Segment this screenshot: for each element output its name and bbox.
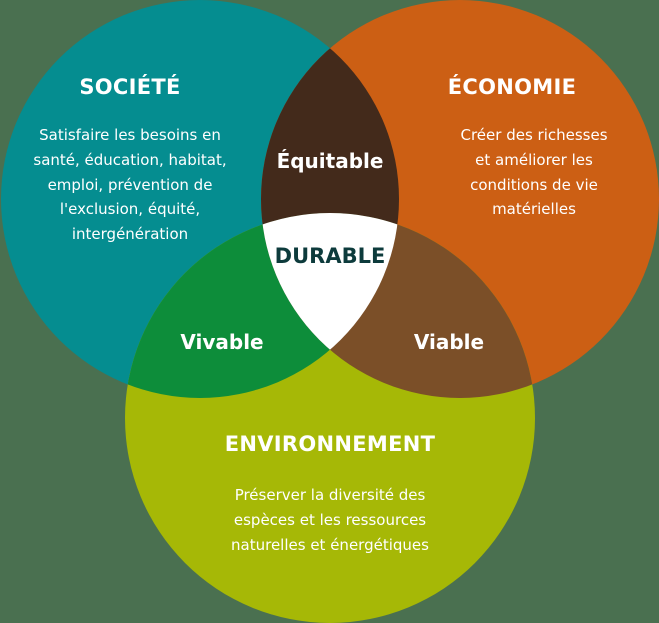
equitable-label: Équitable bbox=[277, 149, 384, 173]
societe-desc-line: Satisfaire les besoins en bbox=[39, 126, 221, 144]
economie-desc-line: matérielles bbox=[492, 200, 576, 218]
environnement-desc-line: naturelles et énergétiques bbox=[231, 536, 429, 554]
environnement-desc-line: Préserver la diversité des bbox=[235, 486, 426, 504]
viable-label: Viable bbox=[414, 330, 484, 354]
region-vivable bbox=[125, 213, 399, 398]
economie-desc-line: Créer des richesses bbox=[460, 126, 607, 144]
societe-desc-line: intergénération bbox=[72, 225, 188, 243]
societe-desc-line: emploi, prévention de bbox=[48, 176, 213, 194]
environnement-title: ENVIRONNEMENT bbox=[225, 432, 436, 456]
environnement-desc-line: espèces et les ressources bbox=[234, 511, 426, 529]
durable-label: DURABLE bbox=[275, 244, 386, 268]
societe-title: SOCIÉTÉ bbox=[79, 74, 180, 99]
societe-desc-line: l'exclusion, équité, bbox=[60, 200, 200, 218]
economie-desc-line: conditions de vie bbox=[470, 176, 598, 194]
economie-desc-line: et améliorer les bbox=[475, 151, 593, 169]
economie-title: ÉCONOMIE bbox=[448, 74, 577, 99]
vivable-label: Vivable bbox=[180, 330, 263, 354]
societe-desc-line: santé, éducation, habitat, bbox=[33, 151, 226, 169]
region-viable bbox=[261, 213, 535, 398]
